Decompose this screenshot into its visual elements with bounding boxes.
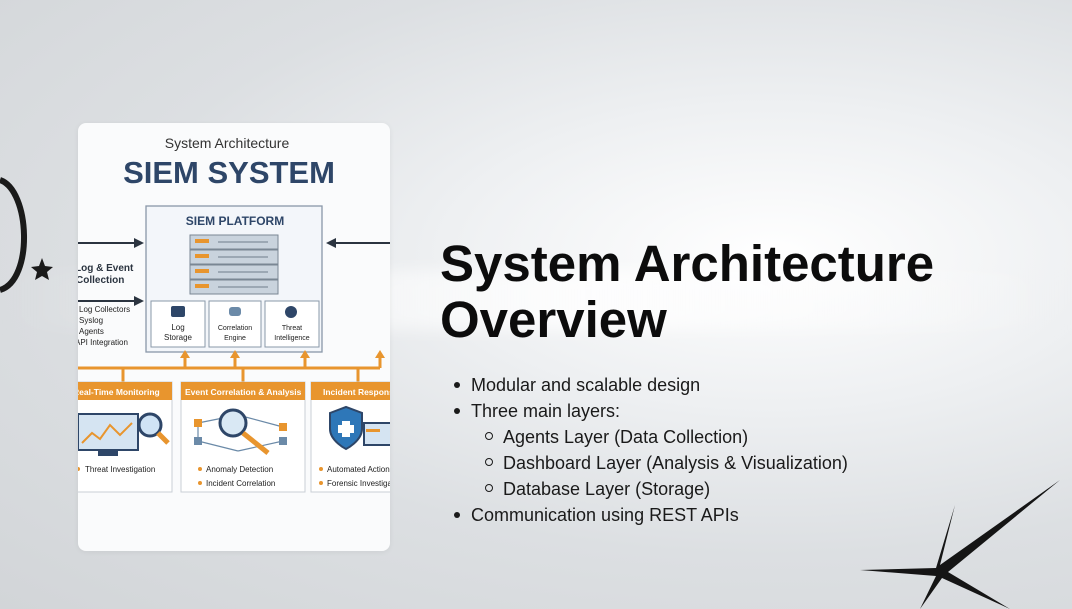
- log-event-line1: Log & Event: [78, 263, 134, 274]
- siem-diagram-card: System Architecture SIEM SYSTEM SIEM PLA…: [78, 123, 390, 551]
- input-arrows: [78, 238, 390, 306]
- module-log-storage-line1: Log: [171, 323, 184, 332]
- shield-laptop-icon: [329, 405, 390, 451]
- module-correlation-line2: Engine: [224, 335, 246, 342]
- sub-bullet-item: Dashboard Layer (Analysis & Visualizatio…: [471, 450, 848, 476]
- panel-title-monitoring: Real-Time Monitoring: [78, 387, 160, 397]
- correlation-item-1: Anomaly Detection: [206, 465, 273, 474]
- sub-bullet-item: Agents Layer (Data Collection): [471, 424, 848, 450]
- bullet-list: Modular and scalable design Three main l…: [450, 372, 848, 528]
- bullet-item: Communication using REST APIs: [450, 502, 848, 528]
- source-agents: Agents: [79, 327, 104, 336]
- sub-bullet-list: Agents Layer (Data Collection) Dashboard…: [471, 424, 848, 502]
- correlation-item-2: Incident Correlation: [206, 479, 275, 488]
- log-event-line2: Collection: [78, 275, 124, 286]
- bullet-item: Modular and scalable design: [450, 372, 848, 398]
- slide-title: System Architecture Overview: [440, 235, 935, 348]
- diagram-kicker: System Architecture: [165, 135, 290, 151]
- swirl-decoration: [0, 177, 53, 293]
- incident-item-2: Forensic Investigation: [327, 479, 390, 488]
- bullet-item: Three main layers: Agents Layer (Data Co…: [450, 398, 848, 502]
- module-log-storage-line2: Storage: [164, 333, 193, 342]
- bullet-text: Three main layers:: [471, 401, 621, 421]
- panel-title-incident: Incident Response: [323, 387, 390, 397]
- orange-connectors: [78, 350, 385, 385]
- source-syslog: Syslog: [79, 316, 103, 325]
- module-threat-line1: Threat: [282, 325, 302, 332]
- sub-bullet-item: Database Layer (Storage): [471, 476, 848, 502]
- diagram-title: SIEM SYSTEM: [123, 155, 335, 190]
- platform-label: SIEM PLATFORM: [186, 214, 284, 228]
- monitor-chart-icon: [78, 412, 170, 456]
- network-graph-icon: [194, 408, 287, 455]
- source-api-integration: API Integration: [78, 338, 128, 347]
- module-correlation-line1: Correlation: [218, 325, 252, 332]
- database-icon: [171, 306, 185, 317]
- gear-icon: [229, 307, 241, 316]
- incident-item-1: Automated Actions: [327, 465, 390, 474]
- monitoring-item-1: Threat Investigation: [85, 465, 155, 474]
- server-rack-icon: [189, 234, 279, 295]
- shield-location-icon: [285, 306, 297, 318]
- panel-title-correlation: Event Correlation & Analysis: [185, 387, 302, 397]
- sparkle-star-decoration: [860, 480, 1060, 609]
- module-threat-line2: Intelligence: [274, 335, 310, 342]
- source-log-collectors: Log Collectors: [79, 305, 130, 314]
